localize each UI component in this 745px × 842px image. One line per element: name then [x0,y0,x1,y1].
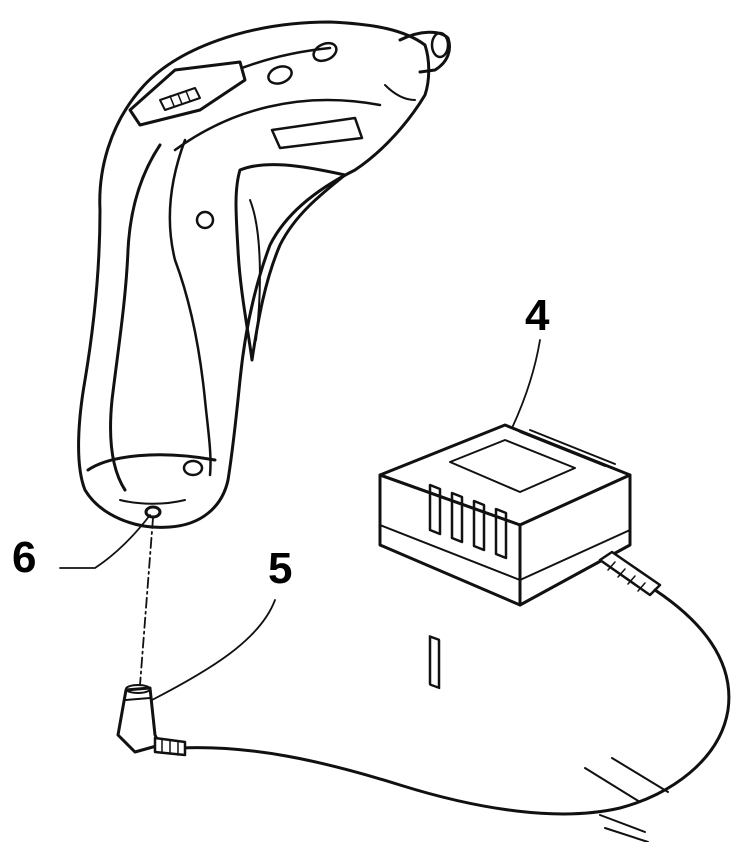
led-window [270,116,364,150]
cable-break-mark [599,814,646,833]
plug-alignment-line [139,517,154,686]
charger-front-vents [428,635,441,690]
plug-body [116,686,162,754]
screwdriver [77,20,451,529]
right-angle-plug [116,684,187,757]
charge-socket [144,505,162,519]
switch-rib [185,90,191,102]
cable-strain-relief [598,550,662,597]
chuck-detail [384,84,416,101]
leader-line-4 [511,339,541,429]
charger-top-panel [449,439,576,493]
vent-hole [312,41,338,63]
charger-front-right [518,473,632,607]
vent-slot [494,507,508,560]
cable-break-mark [604,827,649,842]
charger-top-vents [519,429,616,467]
cap-screw [182,459,204,477]
switch-rib [169,95,175,107]
housing-body-line [173,98,382,152]
callout-4: 4 [525,291,550,340]
leader-line-6 [59,514,151,569]
charging-cable [178,588,731,842]
rubber-grip-panel [234,163,347,362]
chuck-tip [430,31,450,59]
callout-6: 6 [12,533,36,582]
plug-ring [125,697,151,701]
direction-switch [128,60,247,127]
switch-knob [159,87,201,111]
callout-5: 5 [268,544,292,593]
vent-slot [472,499,486,552]
vent-hole [267,65,293,85]
grip-contour [109,143,162,492]
chuck-nose [398,30,451,74]
grip-panel-inner [249,199,261,341]
cable-line-inner [179,589,730,815]
lock-button [195,210,215,230]
battery-cap [86,453,217,472]
socket-base [119,499,186,505]
cable-break-mark [584,767,641,803]
plug-tip [125,684,151,694]
charger-seam [379,524,631,581]
charger-adapter [378,423,662,690]
switch-rib [177,93,183,105]
grip-inner-line [168,138,212,477]
cable-break-mark [611,757,669,793]
leader-line-5 [151,599,276,701]
vent-slot [450,491,464,544]
screwdriver-outline [77,20,431,529]
vent-slot [428,483,442,536]
